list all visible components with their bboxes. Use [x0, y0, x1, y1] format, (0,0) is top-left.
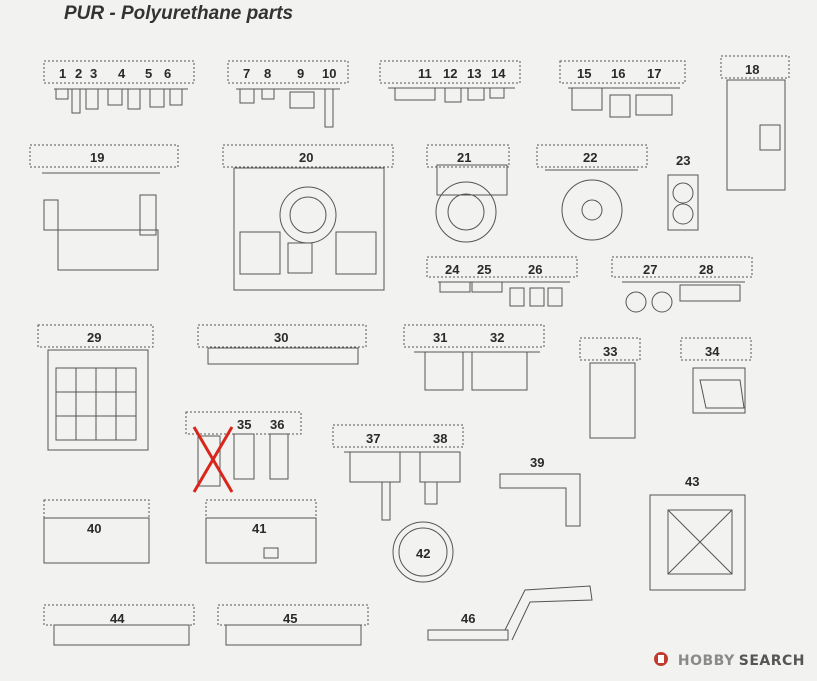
part-number-43: 43 [685, 474, 700, 489]
sprue-15-17 [559, 60, 686, 84]
part-number-26: 26 [528, 262, 543, 277]
sprue-33 [579, 337, 641, 361]
sprue-30 [197, 324, 367, 348]
sprue-34 [680, 337, 752, 361]
page-title: PUR - Polyurethane parts [64, 3, 294, 24]
sprue-18 [720, 55, 790, 79]
watermark-brand: HOBBY [677, 653, 735, 669]
part-number-21: 21 [457, 150, 472, 165]
part-number-37: 37 [366, 431, 381, 446]
part-number-24: 24 [445, 262, 460, 277]
part-number-6: 6 [164, 66, 172, 81]
part-number-12: 12 [443, 66, 458, 81]
sprue-27-28 [611, 256, 753, 278]
part-number-20: 20 [299, 150, 314, 165]
part-number-3: 3 [90, 66, 98, 81]
sprue-1-6 [43, 60, 195, 84]
part-number-45: 45 [283, 611, 298, 626]
sprue-40 [43, 499, 150, 519]
sprue-22 [536, 144, 648, 168]
part-number-9: 9 [297, 66, 305, 81]
sprue-29 [37, 324, 154, 348]
part-number-35: 35 [237, 417, 252, 432]
sprue-35-36 [185, 411, 302, 435]
part-number-23: 23 [676, 153, 691, 168]
sprue-31-32 [403, 324, 545, 348]
part-number-25: 25 [477, 262, 492, 277]
sprue-19 [29, 144, 179, 168]
part-number-44: 44 [110, 611, 125, 626]
part-number-41: 41 [252, 521, 267, 536]
part-number-7: 7 [243, 66, 251, 81]
part-number-38: 38 [433, 431, 448, 446]
part-number-18: 18 [745, 62, 760, 77]
part-number-34: 34 [705, 344, 720, 359]
part-number-15: 15 [577, 66, 592, 81]
sprue-11-14 [379, 60, 521, 84]
part-number-22: 22 [583, 150, 598, 165]
part-number-17: 17 [647, 66, 662, 81]
sprue-7-10 [227, 60, 349, 84]
part-number-36: 36 [270, 417, 285, 432]
crossed-out-mark [192, 426, 234, 493]
part-number-5: 5 [145, 66, 153, 81]
part-number-8: 8 [264, 66, 272, 81]
part-number-2: 2 [75, 66, 83, 81]
part-number-28: 28 [699, 262, 714, 277]
part-number-40: 40 [87, 521, 102, 536]
sprue-37-38 [332, 424, 464, 448]
part-number-31: 31 [433, 330, 448, 345]
hobby-search-icon [653, 651, 669, 671]
part-number-10: 10 [322, 66, 337, 81]
sprue-41 [205, 499, 317, 519]
part-number-13: 13 [467, 66, 482, 81]
part-number-32: 32 [490, 330, 505, 345]
part-number-14: 14 [491, 66, 506, 81]
part-number-4: 4 [118, 66, 126, 81]
part-number-42: 42 [416, 546, 431, 561]
part-number-46: 46 [461, 611, 476, 626]
sprue-21 [426, 144, 510, 168]
part-number-1: 1 [59, 66, 67, 81]
part-number-30: 30 [274, 330, 289, 345]
part-number-27: 27 [643, 262, 658, 277]
watermark-tail: SEARCH [738, 653, 805, 669]
sprue-24-26 [426, 256, 578, 278]
part-number-39: 39 [530, 455, 545, 470]
part-number-19: 19 [90, 150, 105, 165]
part-number-16: 16 [611, 66, 626, 81]
sprue-20 [222, 144, 394, 168]
part-number-29: 29 [87, 330, 102, 345]
part-number-33: 33 [603, 344, 618, 359]
part-number-11: 11 [418, 66, 432, 81]
